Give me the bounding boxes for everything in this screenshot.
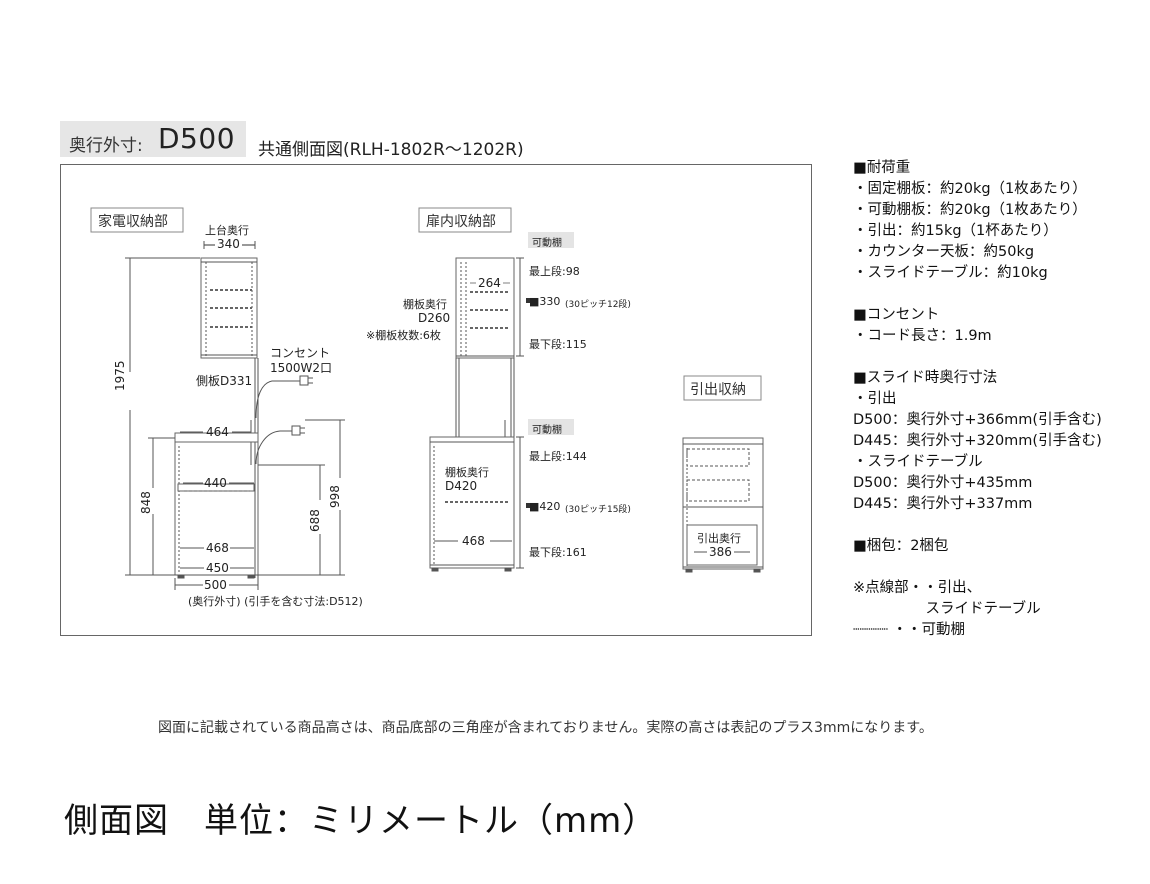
spec-line: ■耐荷重 — [853, 160, 911, 176]
spec-line: ・固定棚板：約20kg（1枚あたり） — [853, 181, 1087, 197]
spec-line: ・コード長さ：1.9m — [853, 328, 992, 344]
drawer-unit — [682, 437, 764, 570]
spec-line: ※点線部・・引出、 — [853, 580, 982, 596]
specs-list: ■耐荷重 ・固定棚板：約20kg（1枚あたり） ・可動棚板：約20kg（1枚あた… — [853, 158, 1102, 641]
height-total: 1975 — [113, 360, 127, 391]
slide-depth: 440 — [204, 476, 227, 490]
lower-depth: 468 — [462, 534, 485, 548]
bottom-depth-2: 450 — [206, 561, 229, 575]
diagram-frame — [60, 164, 812, 636]
appliance-title: 家電収納部 — [98, 214, 168, 230]
side-panel-label: 側板D331 — [196, 374, 253, 388]
drawer-depth: 386 — [707, 545, 734, 559]
depth-badge — [60, 121, 246, 157]
drawer-title-box — [683, 375, 762, 401]
upper-pitch-note: (30ピッチ12段) — [565, 300, 631, 310]
spec-line — [853, 515, 1102, 536]
lower-pitch-note: (30ピッチ15段) — [565, 505, 631, 515]
outlet-spec: 1500W2口 — [270, 361, 333, 375]
height-counter: 848 — [139, 491, 153, 514]
spec-line: ・スライドテーブル — [853, 454, 983, 470]
depth-value: D500 — [158, 122, 236, 155]
lower-shelf-label: 棚板奥行 — [445, 466, 489, 479]
shelf-depth: D260 — [418, 311, 451, 325]
spec-line: ・カウンター天板：約50kg — [853, 244, 1035, 260]
outer-depth-note: (奥行外寸) (引手を含む寸法:D512) — [188, 595, 363, 608]
door-title-box — [418, 207, 512, 233]
spec-line: ・スライドテーブル：約10kg — [853, 265, 1048, 281]
spec-line — [853, 347, 1102, 368]
diagram-title: 共通側面図(RLH-1802R〜1202R) — [258, 140, 524, 160]
drawer-depth-label: 引出奥行 — [697, 532, 741, 545]
movable-shelf-lower: 可動棚 — [532, 425, 562, 436]
footer-title: 側面図 単位：ミリメートル（mm） — [64, 801, 658, 841]
door-upper-unit — [455, 257, 515, 359]
upper-pitch: ■330 — [529, 295, 561, 308]
outer-depth: 500 — [204, 578, 227, 592]
upper-bottom: 最下段:115 — [529, 338, 587, 351]
door-title: 扉内収納部 — [426, 214, 496, 230]
lower-top: 最上段:144 — [529, 450, 587, 463]
shelf-depth-label: 棚板奥行 — [403, 298, 447, 311]
lower-pitch: ■420 — [529, 500, 561, 513]
appliance-top-depth: 340 — [215, 237, 242, 251]
spec-line: ・引出 — [853, 391, 897, 407]
height-outlet-upper: 998 — [328, 485, 342, 508]
spec-line: ■コンセント — [853, 307, 940, 323]
depth-label: 奥行外寸: — [69, 136, 143, 156]
counter-depth: 464 — [206, 425, 229, 439]
spec-line: ■スライド時奥行寸法 — [853, 370, 998, 386]
spec-line: D500：奥行外寸+366mm(引手含む) — [853, 412, 1102, 428]
spec-line: スライドテーブル — [853, 601, 1041, 617]
appliance-lower-unit — [174, 441, 259, 576]
movable-shelf-upper: 可動棚 — [532, 238, 562, 249]
bottom-depth-1: 468 — [206, 541, 229, 555]
appliance-upper-unit — [200, 257, 258, 359]
spec-line: D445：奥行外寸+337mm — [853, 496, 1033, 512]
spec-line: D445：奥行外寸+320mm(引手含む) — [853, 433, 1102, 449]
door-lower-unit — [429, 436, 515, 569]
spec-line — [853, 557, 1102, 578]
drawer-title: 引出収納 — [690, 382, 746, 398]
outlet-label: コンセント — [270, 346, 331, 360]
height-note: 図面に記載されている商品高さは、商品底部の三角座が含まれておりません。実際の高さ… — [158, 720, 933, 736]
upper-depth: 264 — [476, 276, 503, 290]
spec-line — [853, 284, 1102, 305]
spec-line: ┈┈┈┈ ・・可動棚 — [853, 622, 966, 638]
upper-top: 最上段:98 — [529, 265, 580, 278]
spec-line: D500：奥行外寸+435mm — [853, 475, 1033, 491]
shelf-count: ※棚板枚数:6枚 — [366, 329, 441, 342]
appliance-title-box — [90, 207, 184, 233]
spec-line: ・可動棚板：約20kg（1枚あたり） — [853, 202, 1087, 218]
appliance-top-depth-label: 上台奥行 — [205, 224, 249, 237]
spec-line: ・引出：約15kg（1杯あたり） — [853, 223, 1058, 239]
height-outlet: 688 — [308, 509, 322, 532]
lower-bottom: 最下段:161 — [529, 546, 587, 559]
lower-shelf-depth: D420 — [445, 479, 478, 493]
spec-line: ■梱包：2梱包 — [853, 538, 949, 554]
